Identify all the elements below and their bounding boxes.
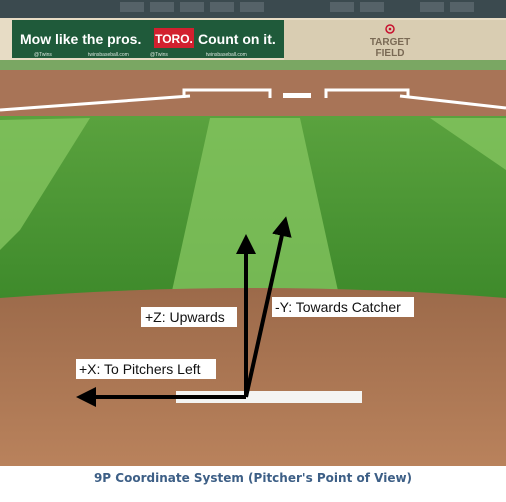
figure-caption: 9P Coordinate System (Pitcher's Point of… bbox=[93, 471, 413, 485]
toro-logo bbox=[154, 28, 194, 48]
twins-url-right: twinsbaseball.com bbox=[206, 52, 247, 58]
mow-stripes bbox=[0, 118, 506, 300]
target-field-line2: FIELD bbox=[376, 48, 405, 59]
field-scene: Mow like the pros. TORO. Count on it. @T… bbox=[0, 0, 506, 466]
target-bullseye-icon bbox=[385, 24, 395, 34]
z-axis-label: +Z: Upwards bbox=[145, 309, 225, 325]
y-axis-arrow bbox=[244, 216, 292, 398]
z-label-box bbox=[141, 307, 237, 327]
target-field-line1: TARGET bbox=[370, 37, 410, 48]
target-field-panel bbox=[284, 20, 506, 60]
home-plate-dirt bbox=[0, 70, 506, 116]
advertising-banner bbox=[12, 20, 284, 58]
x-label-box bbox=[76, 359, 216, 379]
back-grass-strip bbox=[0, 60, 506, 70]
home-plate bbox=[283, 93, 311, 98]
twins-url-left: twinsbaseball.com bbox=[88, 52, 129, 58]
banner-slogan-right: Count on it. bbox=[198, 31, 276, 47]
banner-slogan-left: Mow like the pros. bbox=[20, 31, 141, 47]
y-axis-label: -Y: Towards Catcher bbox=[275, 299, 401, 315]
y-label-box bbox=[272, 297, 414, 317]
twins-handle-right: @Twins bbox=[150, 52, 168, 58]
batters-boxes bbox=[0, 88, 506, 112]
pitching-rubber bbox=[176, 391, 362, 403]
twins-handle-left: @Twins bbox=[34, 52, 52, 58]
toro-logo-text: TORO. bbox=[155, 32, 193, 46]
seats-row bbox=[120, 2, 474, 12]
x-axis-label: +X: To Pitchers Left bbox=[79, 361, 201, 377]
pitchers-mound-dirt bbox=[0, 288, 506, 466]
